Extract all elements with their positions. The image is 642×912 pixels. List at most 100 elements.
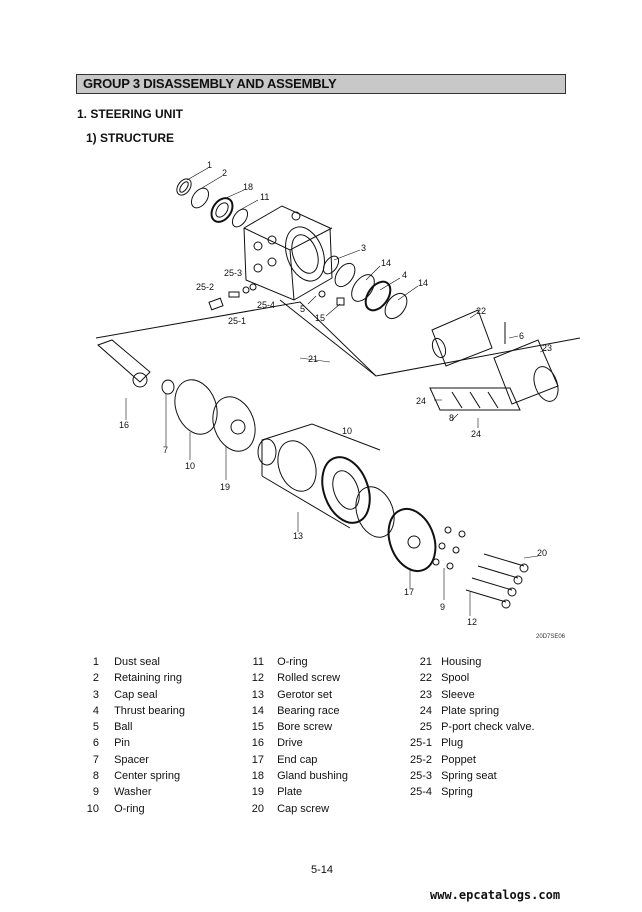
section-title: 1. STEERING UNIT [77, 107, 184, 121]
legend-no: 14 [251, 704, 264, 717]
callout-1: 1 [207, 160, 212, 170]
legend-row: 11 O-ring [248, 654, 348, 670]
legend-no: 25-2 [409, 753, 432, 766]
legend-name: Bearing race [277, 704, 340, 717]
legend-row: 17 End cap [248, 752, 348, 768]
callout-17: 17 [404, 587, 414, 597]
legend-no: 1 [92, 656, 99, 668]
cap-seal-part [322, 255, 340, 275]
gerotor-part [321, 456, 371, 524]
legend-row: 23 Sleeve [406, 687, 535, 703]
callout-12: 12 [467, 617, 477, 627]
legend-no: 12 [251, 672, 264, 685]
legend-name: Poppet [441, 753, 476, 766]
legend-no: 9 [92, 786, 99, 799]
washer-part [444, 526, 452, 534]
legend-name: Gland bushing [277, 770, 349, 783]
legend-name: Washer [114, 786, 152, 799]
legend-name: Cap seal [114, 688, 158, 701]
retaining-ring-part [190, 187, 210, 209]
legend-no: 13 [251, 688, 264, 701]
legend-row: 6 Pin [86, 735, 185, 751]
o-ring-10-part [174, 379, 218, 435]
legend-no: 10 [86, 802, 99, 815]
legend-no: 2 [92, 672, 99, 685]
legend-no: 25-4 [409, 786, 432, 799]
legend-row: 25 P-port check valve. [406, 719, 535, 735]
legend-name: Plate spring [441, 704, 500, 717]
legend-row: 14 Bearing race [248, 703, 348, 719]
legend-row: 22 Spool [406, 670, 535, 686]
callout-19: 19 [220, 482, 230, 492]
callout-7: 7 [163, 445, 168, 455]
legend-row: 5 Ball [86, 719, 185, 735]
legend-name: Gerotor set [277, 688, 333, 701]
legend-name: Spacer [114, 753, 149, 766]
legend-row: 25-4 Spring [406, 784, 535, 800]
legend-no: 23 [419, 688, 432, 701]
legend-no: 11 [252, 656, 264, 668]
legend-row: 21 Housing [406, 654, 535, 670]
legend-name: Thrust bearing [114, 704, 185, 717]
legend-name: Spring seat [441, 770, 497, 783]
legend-row: 15 Bore screw [248, 719, 348, 735]
watermark: www.epcatalogs.com [430, 888, 561, 902]
callout-25-3: 25-3 [224, 268, 242, 278]
legend-name: Drive [277, 737, 303, 750]
legend-row: 13 Gerotor set [248, 687, 348, 703]
callout-6: 6 [519, 331, 524, 341]
legend-no: 25 [419, 721, 432, 734]
legend-name: Pin [114, 737, 130, 750]
callout-14a: 14 [381, 258, 391, 268]
callout-10a: 10 [185, 461, 195, 471]
legend-no: 21 [419, 656, 432, 668]
legend-no: 24 [419, 704, 432, 717]
legend-row: 10 O-ring [86, 801, 185, 817]
legend-row: 1 Dust seal [86, 654, 185, 670]
callout-22: 22 [476, 306, 486, 316]
legend-name: P-port check valve. [441, 721, 535, 734]
legend-row: 20 Cap screw [248, 801, 348, 817]
callout-13: 13 [293, 531, 303, 541]
plate-part [212, 396, 256, 452]
legend-no: 15 [251, 721, 264, 734]
bearing-race-part [351, 274, 375, 302]
legend-no: 5 [92, 721, 99, 734]
callout-9: 9 [440, 602, 445, 612]
callout-18: 18 [243, 182, 253, 192]
callout-23: 23 [542, 343, 552, 353]
callout-16: 16 [119, 420, 129, 430]
legend-row: 3 Cap seal [86, 687, 185, 703]
callout-10b: 10 [342, 426, 352, 436]
legend-name: End cap [277, 753, 318, 766]
ball-part [318, 290, 326, 298]
callout-4: 4 [402, 270, 407, 280]
page-number: 5-14 [311, 864, 334, 876]
legend-name: Center spring [114, 770, 181, 783]
callout-8: 8 [449, 413, 454, 423]
legend-name: Plate [277, 786, 303, 799]
legend-row: 25-2 Poppet [406, 752, 535, 768]
legend-name: Ball [114, 721, 133, 734]
callout-25-1: 25-1 [228, 316, 246, 326]
legend-name: Spring [441, 786, 473, 799]
callout-20: 20 [537, 548, 547, 558]
bore-screw-part [336, 297, 345, 306]
legend-no: 16 [251, 737, 264, 750]
callout-15: 15 [315, 313, 325, 323]
thrust-bearing-part [364, 280, 392, 312]
gland-bushing-part [210, 197, 234, 223]
legend-row: 19 Plate [248, 784, 348, 800]
legend-row: 16 Drive [248, 735, 348, 751]
legend-no: 25-3 [409, 770, 432, 783]
legend-name: Housing [441, 656, 482, 668]
legend-column-2: 11 O-ring 12 Rolled screw 13 Gerotor set… [248, 654, 348, 817]
legend-no: 25-1 [409, 737, 432, 750]
legend-row: 25-3 Spring seat [406, 768, 535, 784]
callout-3: 3 [361, 243, 366, 253]
exploded-view-diagram: 1 2 18 11 3 14 4 14 25-3 25-2 25-4 25-1 … [95, 160, 581, 640]
legend-name: Cap screw [277, 802, 330, 815]
legend-name: Plug [441, 737, 464, 750]
legend-name: Rolled screw [277, 672, 341, 685]
legend-name: Retaining ring [114, 672, 182, 685]
